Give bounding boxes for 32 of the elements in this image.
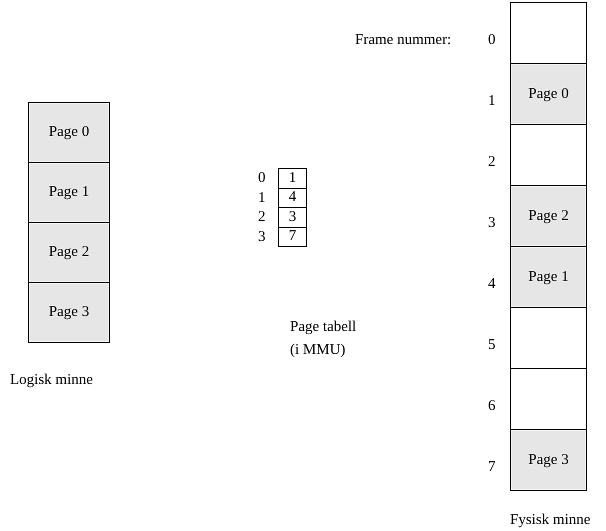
frame-number: 6 (488, 397, 496, 415)
axis-title: Frame nummer: (355, 31, 452, 49)
table-entry: 1 (278, 168, 307, 188)
frame-number: 3 (488, 214, 496, 232)
table-entry: 4 (278, 188, 307, 208)
page-box: Page 0 (28, 102, 110, 163)
caption: Fysisk minne (510, 511, 590, 529)
row-index: 1 (258, 188, 266, 207)
row-index: 3 (258, 228, 266, 246)
caption: Page tabell (i MMU) (290, 318, 358, 360)
frame-number: 7 (488, 458, 496, 476)
empty-frame-box (510, 2, 587, 64)
row-index: 0 (258, 169, 266, 188)
frame-box: Page 3 (510, 429, 587, 491)
table-entry: 3 (278, 207, 307, 228)
frame-box: Page 0 (510, 63, 587, 125)
frame-number: 0 (488, 31, 496, 49)
page-box: Page 1 (28, 162, 110, 223)
frame-number: 4 (488, 275, 496, 293)
empty-frame-box (510, 307, 587, 369)
caption: Logisk minne (10, 371, 93, 389)
frame-box: Page 2 (510, 185, 587, 247)
frame-number: 5 (488, 336, 496, 354)
empty-frame-box (510, 368, 587, 430)
row-index: 2 (258, 208, 266, 226)
frame-box: Page 1 (510, 246, 587, 308)
frame-number: 1 (488, 92, 496, 110)
frame-number: 2 (488, 153, 496, 171)
page-box: Page 2 (28, 222, 110, 283)
table-entry: 7 (278, 226, 307, 247)
page-box: Page 3 (28, 282, 110, 343)
empty-frame-box (510, 124, 587, 186)
